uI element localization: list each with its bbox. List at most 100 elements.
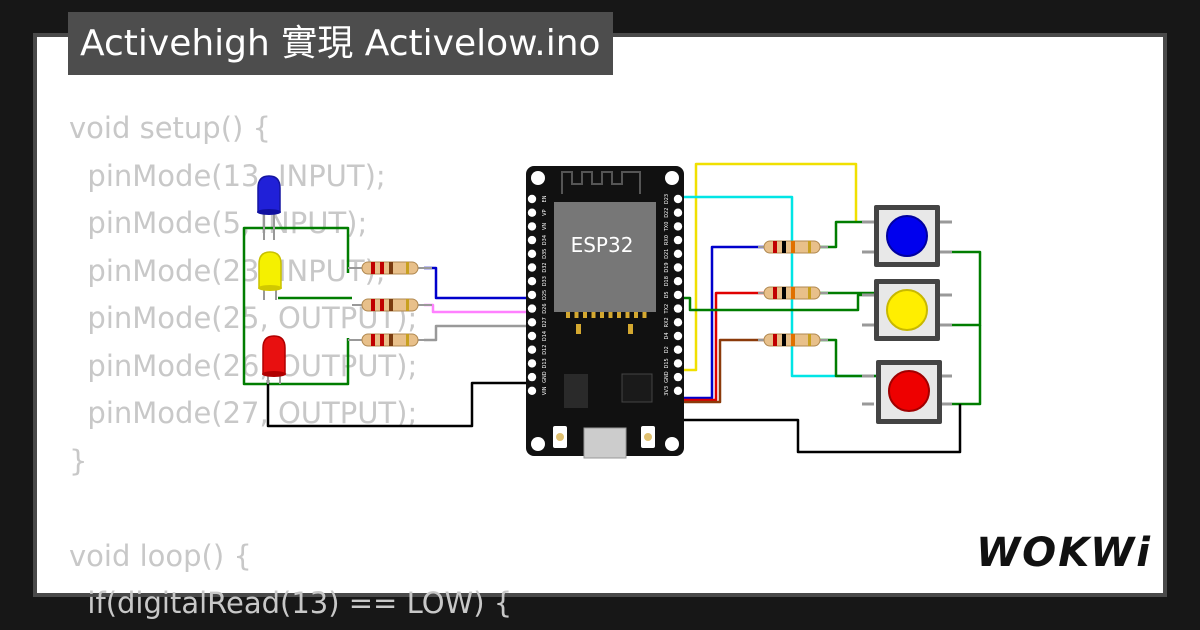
pin-hole	[527, 194, 537, 204]
pin-hole	[673, 386, 683, 395]
pushbutton-blue	[862, 205, 952, 267]
pin-label: VIN	[542, 386, 548, 395]
right-pin-labels: D23D22TX0RX0D21D19D18D5TX2RX2D4D2D15GND3…	[664, 194, 670, 396]
resistor	[348, 261, 432, 275]
pin-hole	[527, 386, 537, 395]
code-line: if(digitalRead(13) == LOW) {	[69, 586, 513, 620]
chip-pad	[583, 312, 587, 318]
pin-label: D26	[542, 303, 548, 313]
pin-label: D22	[664, 208, 670, 218]
pin-hole	[673, 304, 683, 313]
pin-label: D35	[542, 249, 548, 259]
pin-label: VN	[542, 223, 548, 230]
pin-hole	[527, 263, 537, 272]
usb-port	[583, 427, 627, 459]
pin-label: D25	[542, 290, 548, 300]
chip-pad	[591, 312, 596, 318]
pin-hole	[673, 359, 683, 368]
led-yellow	[258, 251, 282, 300]
pin-label: GND	[542, 371, 548, 383]
wire-d27	[424, 324, 536, 342]
pin-label: D19	[664, 262, 670, 272]
chip-pad	[608, 312, 613, 318]
code-line: }	[69, 443, 88, 478]
led-blue	[257, 175, 281, 240]
logo-text: WOKWi	[976, 530, 1152, 576]
chip-pins	[566, 312, 647, 334]
chip-pad	[625, 312, 630, 318]
pin-hole	[527, 277, 537, 286]
pin-label: D23	[664, 194, 670, 204]
pin-hole	[673, 249, 683, 258]
resistor	[758, 240, 828, 254]
pin-label: D13	[542, 358, 548, 368]
esp32-board: ESP32 ENVPVND34D35D32D33D25D26D27D14D12D…	[526, 166, 684, 459]
wire-d5	[678, 293, 876, 312]
pin-label: D12	[542, 345, 548, 355]
chip-pad	[634, 312, 638, 318]
pushbutton-red	[862, 360, 952, 424]
pin-label: D5	[664, 291, 670, 298]
pin-hole	[527, 235, 537, 245]
pin-hole	[527, 345, 537, 354]
led-red	[262, 335, 286, 384]
chip-pad	[642, 312, 647, 318]
pin-label: RX0	[664, 235, 670, 245]
pin-label: D14	[542, 331, 548, 341]
chip-pad	[617, 312, 621, 318]
regulator	[564, 374, 588, 408]
pin-hole	[673, 345, 683, 354]
button-ground-wire	[940, 250, 982, 327]
code-line: pinMode(13, INPUT);	[69, 158, 386, 193]
pin-hole	[527, 208, 537, 217]
pin-hole	[673, 318, 683, 327]
chip-pad	[628, 324, 633, 334]
pin-hole	[673, 331, 683, 341]
chip-pad	[600, 312, 604, 318]
resistors	[348, 240, 828, 347]
pin-label: D2	[664, 346, 670, 353]
resistor	[758, 333, 828, 347]
wire-d25	[424, 266, 536, 300]
code-preview: void setup() { pinMode(13, INPUT); pinMo…	[69, 105, 512, 628]
pin-hole	[673, 372, 683, 382]
chip-pad	[576, 324, 581, 334]
pushbutton-yellow	[862, 279, 952, 341]
pin-label: D18	[664, 276, 670, 286]
resistor	[758, 286, 828, 300]
wire-3v3-b	[678, 291, 766, 402]
project-title: Activehigh 實現 Activelow.ino	[68, 12, 613, 75]
pin-hole	[527, 222, 537, 231]
resistor	[352, 298, 432, 312]
pin-label: D34	[542, 235, 548, 245]
wire-btn-blue	[820, 220, 876, 249]
resistor	[348, 333, 432, 347]
pin-label: VP	[542, 209, 548, 215]
wokwi-logo: WOKWi	[976, 530, 1152, 576]
pin-label: GND	[664, 371, 670, 383]
pin-hole	[673, 222, 683, 231]
pin-label: EN	[542, 195, 548, 202]
pin-hole	[527, 331, 537, 341]
pin-label: RX2	[664, 317, 670, 327]
left-pin-holes	[527, 194, 537, 395]
wire-3v3-a	[678, 245, 766, 400]
pin-label: D4	[664, 332, 670, 339]
pin-label: D15	[664, 358, 670, 368]
led-ground-wire	[242, 226, 350, 386]
pin-hole	[527, 372, 537, 382]
pin-label: TX2	[664, 304, 670, 315]
esp32-chip	[554, 202, 656, 312]
button-ground-wire	[940, 325, 982, 406]
pin-hole	[527, 290, 537, 300]
pin-label: D27	[542, 317, 548, 327]
wire-3v3-c	[678, 338, 766, 404]
wire-btn-red	[820, 338, 876, 378]
left-pin-labels: ENVPVND34D35D32D33D25D26D27D14D12D13GNDV…	[542, 195, 548, 395]
pin-label: TX0	[664, 222, 670, 233]
pin-label: D21	[664, 249, 670, 259]
pin-hole	[673, 277, 683, 286]
right-pin-holes	[673, 194, 683, 395]
chip-pad	[574, 312, 579, 318]
